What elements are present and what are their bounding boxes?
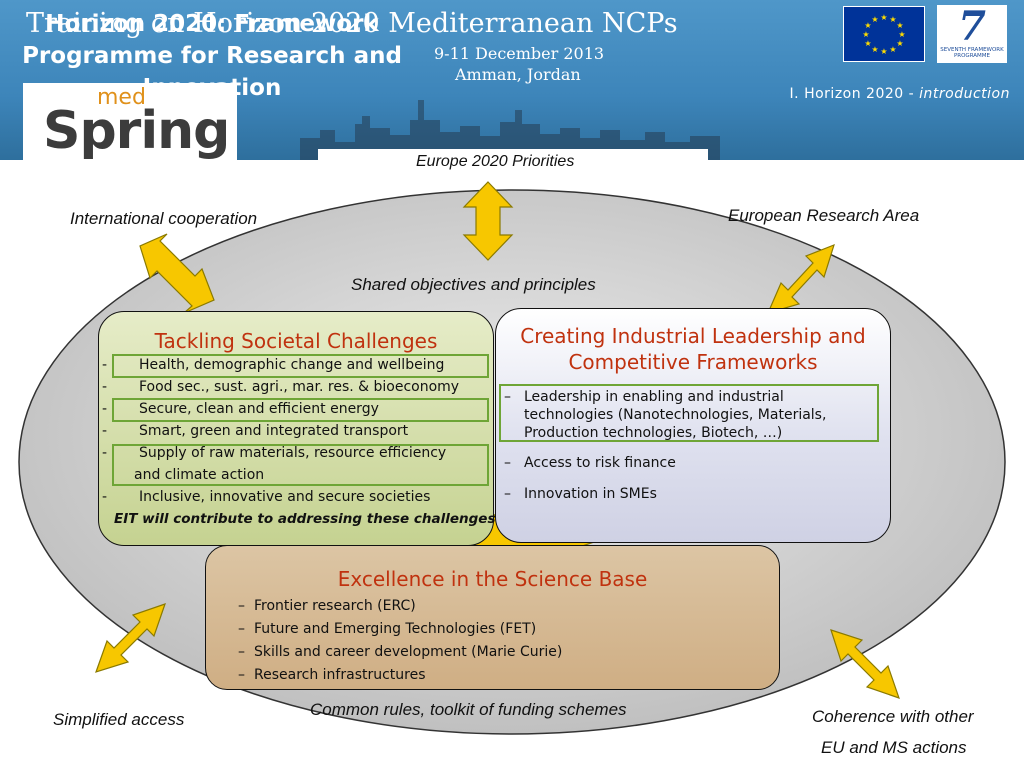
industrial-leadership-title-1: Creating Industrial Leadership and <box>520 324 866 348</box>
label-common-rules: Common rules, toolkit of funding schemes <box>310 700 627 719</box>
eu-flag-icon: ★★★ ★★★ ★★★ ★★★ <box>843 6 925 62</box>
arrow-top <box>462 181 514 261</box>
conference-title: Training on Horizon 2020 Mediterranean N… <box>26 8 678 39</box>
top-label-bar <box>318 149 708 171</box>
science-base-title: Excellence in the Science Base <box>337 567 648 591</box>
section-label-text: I. Horizon 2020 - <box>789 86 915 102</box>
list-bullet: – <box>504 389 511 405</box>
science-base-box: Excellence in the Science Base –Frontier… <box>205 545 780 690</box>
list-bullet: – <box>238 644 245 660</box>
list-item-text: Supply of raw materials, resource effici… <box>139 445 447 461</box>
list-item: –Access to risk finance <box>504 454 874 472</box>
arrow-bottom-left <box>95 603 166 673</box>
list-item: –Leadership in enabling and industrial t… <box>504 388 874 442</box>
list-item-text: Skills and career development (Marie Cur… <box>254 644 563 660</box>
label-europe-2020-priorities: Europe 2020 Priorities <box>416 153 575 170</box>
svg-text:★: ★ <box>864 39 871 48</box>
svg-text:★: ★ <box>898 30 905 39</box>
section-label-sub: introduction <box>919 86 1010 102</box>
svg-text:★: ★ <box>889 15 896 24</box>
highlight-health <box>112 354 489 378</box>
eit-note: EIT will contribute to addressing these … <box>114 511 496 527</box>
list-bullet: - <box>102 445 108 461</box>
slide-title: Horizon 2020: Framework Programme for Re… <box>22 11 402 101</box>
industrial-leadership-box: Creating Industrial Leadership and Compe… <box>495 308 891 543</box>
list-item-text: Leadership in enabling and industrial te… <box>524 389 827 441</box>
list-item-text: Future and Emerging Technologies (FET) <box>254 621 537 637</box>
label-coherence-line-2: EU and MS actions <box>821 738 967 757</box>
svg-text:★: ★ <box>889 45 896 54</box>
city-skyline-image <box>300 100 720 160</box>
conference-dates: 9-11 December 2013 <box>434 44 605 63</box>
svg-text:★: ★ <box>880 47 887 56</box>
arrow-bottom-right <box>830 629 900 699</box>
list-item-text: Research infrastructures <box>254 667 426 683</box>
svg-text:★: ★ <box>871 15 878 24</box>
svg-text:★: ★ <box>896 39 903 48</box>
fp7-logo: 7 SEVENTH FRAMEWORK PROGRAMME <box>937 3 1007 63</box>
highlight-enabling-technologies <box>499 384 879 442</box>
label-simplified-access: Simplified access <box>53 710 185 729</box>
list-bullet: – <box>238 621 245 637</box>
label-coherence-line-1: Coherence with other <box>812 707 974 726</box>
label-european-research-area: European Research Area <box>728 206 920 225</box>
svg-text:★: ★ <box>871 45 878 54</box>
list-bullet: - <box>102 489 108 505</box>
list-item-text: Food sec., sust. agri., mar. res. & bioe… <box>139 379 460 395</box>
list-item-text: Secure, clean and efficient energy <box>139 401 379 417</box>
list-item: –Innovation in SMEs <box>504 485 874 503</box>
highlight-raw-materials <box>112 444 489 486</box>
list-bullet: – <box>238 667 245 683</box>
list-bullet: - <box>102 357 108 373</box>
logo-text-spring: Spring <box>43 101 230 160</box>
list-bullet: – <box>504 486 511 502</box>
fp7-text: SEVENTH FRAMEWORK PROGRAMME <box>940 47 1004 59</box>
list-item-text: Smart, green and integrated transport <box>139 423 409 439</box>
svg-text:★: ★ <box>880 13 887 22</box>
svg-text:★: ★ <box>864 21 871 30</box>
list-bullet: - <box>102 423 108 439</box>
societal-challenges-box: Tackling Societal Challenges - Health, de… <box>98 311 496 546</box>
conference-location: Amman, Jordan <box>455 65 581 84</box>
label-shared-objectives: Shared objectives and principles <box>351 275 596 294</box>
svg-text:★: ★ <box>862 30 869 39</box>
industrial-leadership-title-2: Competitive Frameworks <box>568 350 818 374</box>
arrow-top-left <box>139 233 215 314</box>
list-item-text: Innovation in SMEs <box>524 486 657 502</box>
list-bullet: – <box>238 598 245 614</box>
label-international-cooperation: International cooperation <box>70 209 258 228</box>
list-bullet: - <box>102 401 108 417</box>
list-bullet: – <box>504 455 511 471</box>
section-label: I. Horizon 2020 - introduction <box>790 86 1010 102</box>
list-item-text: and climate action <box>134 467 265 483</box>
banner-header: Training on Horizon 2020 Mediterranean N… <box>0 0 1024 160</box>
medspring-logo: med Spring <box>23 83 237 160</box>
svg-text:★: ★ <box>896 21 903 30</box>
fp7-number: 7 <box>958 3 986 50</box>
logo-text-med: med <box>97 85 146 110</box>
highlight-energy <box>112 398 489 422</box>
list-bullet: - <box>102 379 108 395</box>
list-item-text: Access to risk finance <box>524 455 676 471</box>
societal-challenges-title: Tackling Societal Challenges <box>154 329 438 353</box>
list-item-text: Frontier research (ERC) <box>254 598 416 614</box>
list-item-text: Inclusive, innovative and secure societi… <box>139 489 431 505</box>
list-item-text: Health, demographic change and wellbeing <box>139 357 445 373</box>
